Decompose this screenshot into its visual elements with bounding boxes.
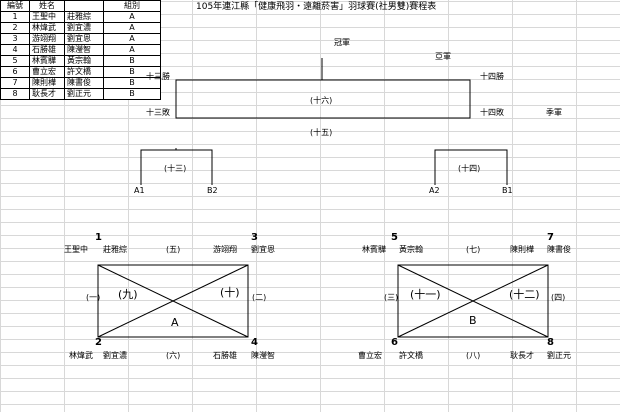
group-a-label: A xyxy=(171,316,179,329)
group-b-match-12: (十二) xyxy=(509,288,540,301)
group-b-match-7: (七) xyxy=(466,245,481,254)
group-b-player: 許文橋 xyxy=(399,351,423,360)
group-a-seed-2: 2 xyxy=(95,337,102,348)
group-a-player: 游翊翔 xyxy=(213,245,237,254)
semi-13-bracket xyxy=(140,149,213,185)
table-row: 6 曹立宏 許文橋 B xyxy=(0,66,161,78)
group-b-match-11: (十一) xyxy=(410,288,441,301)
group-b-player: 陳書俊 xyxy=(547,245,571,254)
seed-a2-label: A2 xyxy=(429,186,440,195)
final-rounds-box xyxy=(175,79,471,119)
group-a-box xyxy=(97,264,249,338)
row-number: 8 xyxy=(0,88,30,100)
group-a-seed-1: 1 xyxy=(95,232,102,243)
group-b-player: 黃宗翰 xyxy=(399,245,423,254)
match-15-label: (十五) xyxy=(310,128,333,137)
group-b-label: B xyxy=(469,314,477,327)
group-a-match-9: (九) xyxy=(118,288,138,301)
lose-13-label: 十三敗 xyxy=(146,108,170,117)
group-b-seed-7: 7 xyxy=(547,232,554,243)
group-a-diagonal-2 xyxy=(97,264,249,338)
table-row: 8 耿長才 劉正元 B xyxy=(0,88,161,100)
group-a-player: 陳瀅智 xyxy=(251,351,275,360)
group-a-player: 林煒武 xyxy=(69,351,93,360)
group-b-box xyxy=(397,264,549,338)
match-16-label: (十六) xyxy=(310,96,333,105)
group-cell: B xyxy=(103,88,161,100)
group-a-match-2: (二) xyxy=(252,293,267,302)
group-b-match-8: (八) xyxy=(466,351,481,360)
group-a-match-1: (一) xyxy=(86,293,101,302)
group-b-player: 耿長才 xyxy=(510,351,534,360)
win-13-label: 十三勝 xyxy=(146,72,170,81)
group-a-player: 劉宜恩 xyxy=(251,245,275,254)
group-b-player: 劉正元 xyxy=(547,351,571,360)
win-14-label: 十四勝 xyxy=(480,72,504,81)
page-title: 105年連江縣「健康飛羽・遠離菸害」羽球賽(社男雙)賽程表 xyxy=(196,2,437,12)
group-b-seed-5: 5 xyxy=(391,232,398,243)
seed-a1-label: A1 xyxy=(134,186,145,195)
group-a-player: 王聖中 xyxy=(64,245,88,254)
table-row: 2 林煒武 劉宜濃 A xyxy=(0,22,161,34)
group-b-player: 陳則樺 xyxy=(510,245,534,254)
group-b-player: 林賓驊 xyxy=(362,245,386,254)
group-a-player: 劉宜濃 xyxy=(103,351,127,360)
group-b-match-3: (三) xyxy=(384,293,399,302)
group-b-diagonal-2 xyxy=(397,264,549,338)
group-a-player: 石勝雄 xyxy=(213,351,237,360)
group-a-seed-3: 3 xyxy=(251,232,258,243)
runner-up-label: 亞軍 xyxy=(435,52,451,61)
group-a-match-5: (五) xyxy=(166,245,181,254)
table-row: 5 林賓驊 黃宗翰 B xyxy=(0,55,161,67)
table-row: 3 游翊翔 劉宜恩 A xyxy=(0,33,161,45)
registration-table: 編號 姓名 組別 1 王聖中 莊雅綜 A 2 林煒武 劉宜濃 A 3 游翊翔 劉… xyxy=(0,0,161,100)
group-b-seed-8: 8 xyxy=(547,337,554,348)
group-b-match-4: (四) xyxy=(551,293,566,302)
lose-14-label: 十四敗 xyxy=(480,108,504,117)
group-a-player: 莊雅綜 xyxy=(103,245,127,254)
group-a-seed-4: 4 xyxy=(251,337,258,348)
match-13-label: (十三) xyxy=(164,164,187,173)
group-b-seed-6: 6 xyxy=(391,337,398,348)
table-row: 1 王聖中 莊雅綜 A xyxy=(0,11,161,23)
champion-label: 冠軍 xyxy=(334,38,350,47)
third-place-label: 季軍 xyxy=(546,108,562,117)
semi-14-bracket xyxy=(434,149,508,185)
group-b-player: 曹立宏 xyxy=(358,351,382,360)
table-row: 4 石勝雄 陳瀅智 A xyxy=(0,44,161,56)
seed-b1-label: B1 xyxy=(502,186,513,195)
seed-b2-label: B2 xyxy=(207,186,218,195)
group-a-match-10: (十) xyxy=(220,286,240,299)
match-14-label: (十四) xyxy=(458,164,481,173)
group-a-match-6: (六) xyxy=(166,351,181,360)
